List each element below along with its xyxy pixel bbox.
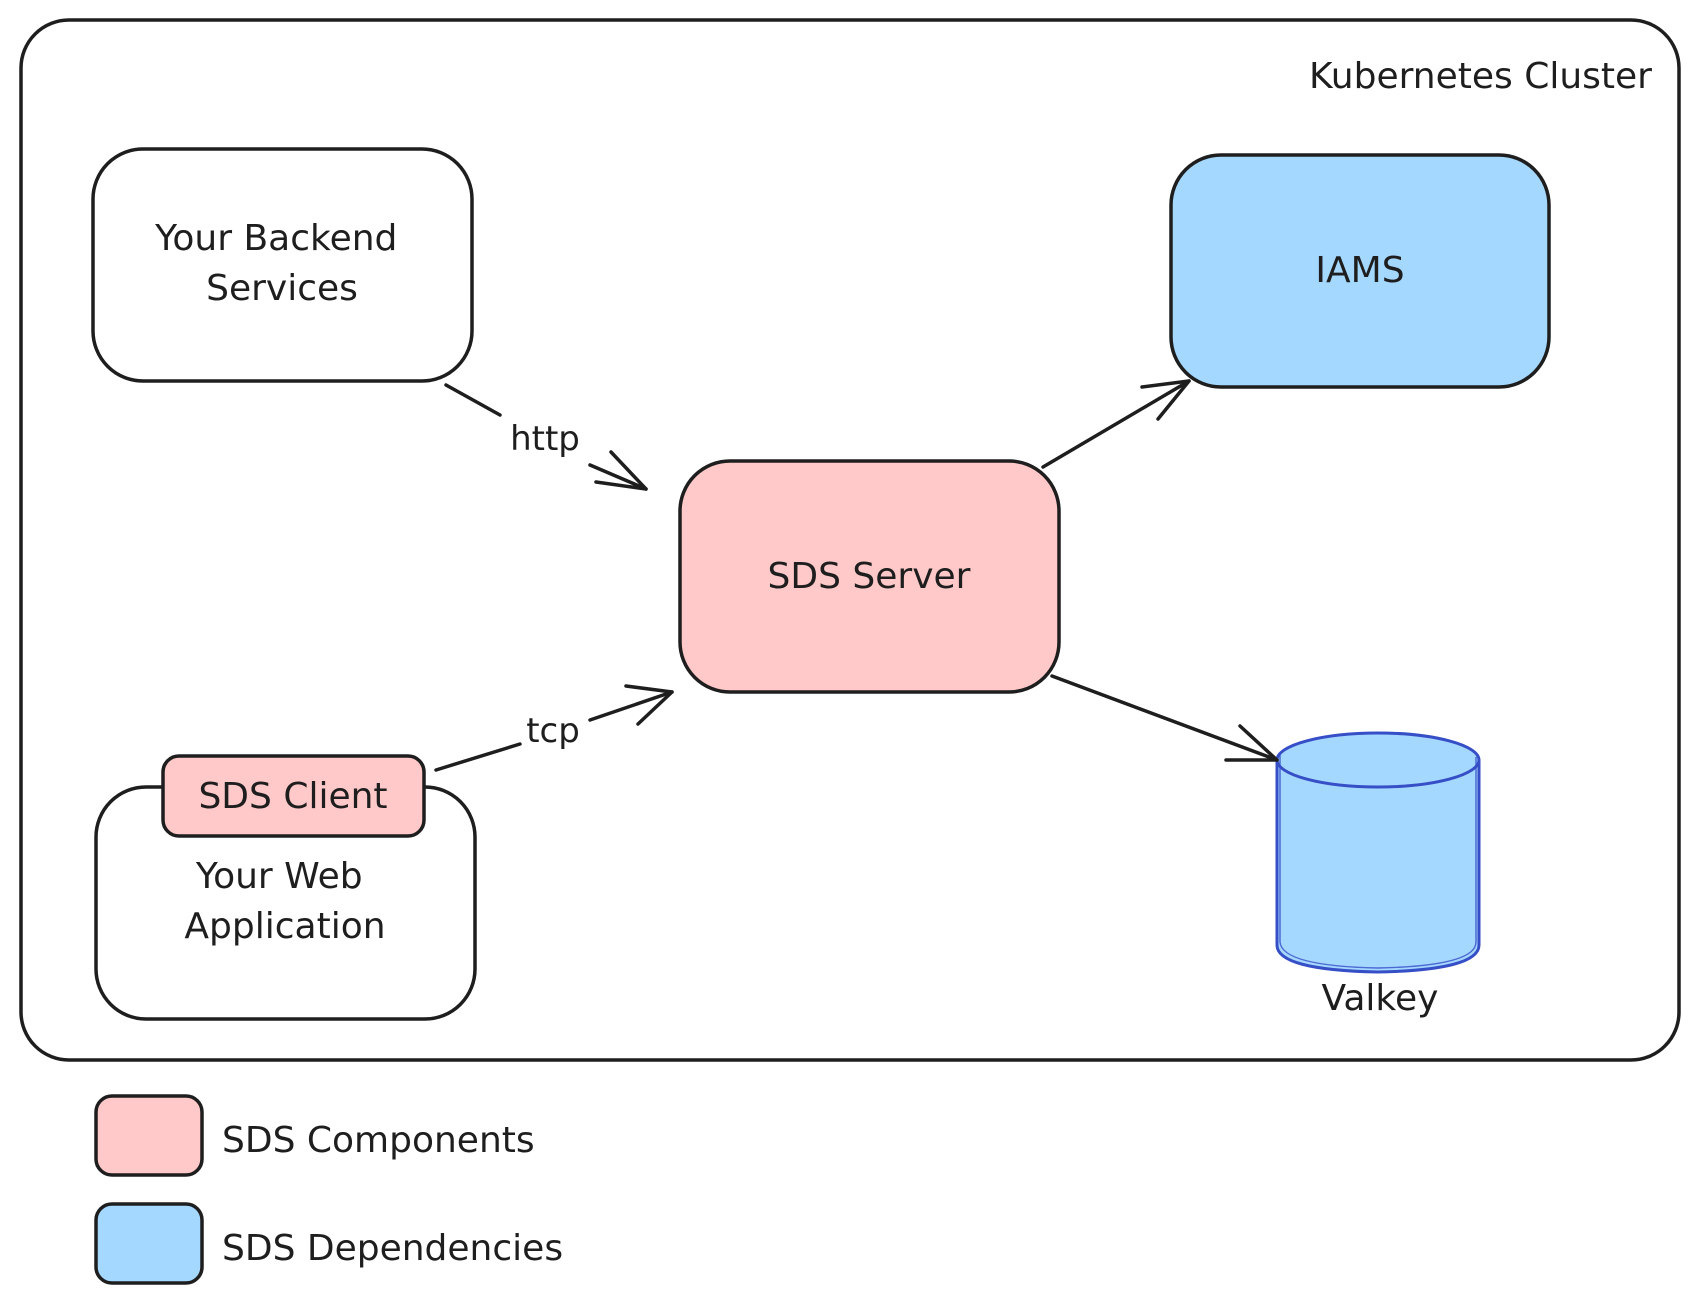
valkey-cylinder-sketch-line (1279, 755, 1477, 969)
edge-server-to-iams-line (1041, 379, 1191, 469)
arrowhead-icon (624, 684, 674, 726)
sds-client-label: SDS Client (198, 776, 387, 817)
edge-backend-to-server-line-a (444, 383, 502, 417)
web-application-label-line-2: Application (184, 906, 385, 947)
web-application-label-line-1: Your Web (195, 856, 363, 897)
backend-services-label-line-2: Services (206, 268, 358, 309)
backend-services-node[interactable]: Your Backend Services (91, 147, 474, 383)
sds-server-box (678, 459, 1061, 694)
web-application-label: Your Web Application (184, 856, 385, 947)
edge-tcp-label: tcp (526, 711, 580, 751)
legend-swatch-blue (94, 1202, 204, 1285)
iams-node[interactable]: IAMS (1169, 153, 1551, 389)
legend-label: SDS Components (222, 1120, 535, 1161)
valkey-cylinder-top (1275, 731, 1481, 789)
sds-client-box (161, 754, 426, 838)
iams-box (1169, 153, 1551, 389)
sds-server-node[interactable]: SDS Server (678, 459, 1061, 694)
edge-client-to-server-line-a (434, 742, 522, 772)
edge-client-to-server[interactable]: tcp (434, 684, 674, 772)
web-application-node[interactable]: Your Web Application (94, 785, 477, 1021)
legend-item-sds-dependencies: SDS Dependencies (94, 1202, 563, 1285)
legend: SDS Components SDS Dependencies (94, 1094, 563, 1285)
edge-server-to-valkey[interactable] (1050, 674, 1279, 762)
legend-swatch-pink (94, 1094, 204, 1177)
sds-server-label: SDS Server (768, 556, 971, 597)
backend-services-label: Your Backend Services (154, 218, 409, 309)
sds-client-node[interactable]: SDS Client (161, 754, 426, 838)
arrowhead-icon (1140, 379, 1191, 421)
valkey-cylinder-body (1275, 760, 1481, 974)
valkey-label: Valkey (1322, 978, 1439, 1019)
arrowhead-icon (594, 450, 648, 491)
edge-client-to-server-line-b (588, 690, 674, 722)
edge-server-to-iams[interactable] (1041, 379, 1191, 469)
edge-server-to-valkey-line (1050, 674, 1279, 762)
legend-item-sds-components: SDS Components (94, 1094, 535, 1177)
arrowhead-icon (1224, 724, 1279, 762)
cluster-label: Kubernetes Cluster (1309, 56, 1652, 97)
iams-label: IAMS (1315, 250, 1404, 291)
backend-services-label-line-1: Your Backend (154, 218, 397, 259)
backend-services-box (91, 147, 474, 383)
edge-backend-to-server[interactable]: http (444, 383, 648, 491)
valkey-node[interactable]: Valkey (1275, 731, 1481, 1019)
legend-label: SDS Dependencies (222, 1228, 563, 1269)
edge-http-label: http (510, 419, 580, 459)
edge-backend-to-server-line-b (588, 463, 648, 491)
